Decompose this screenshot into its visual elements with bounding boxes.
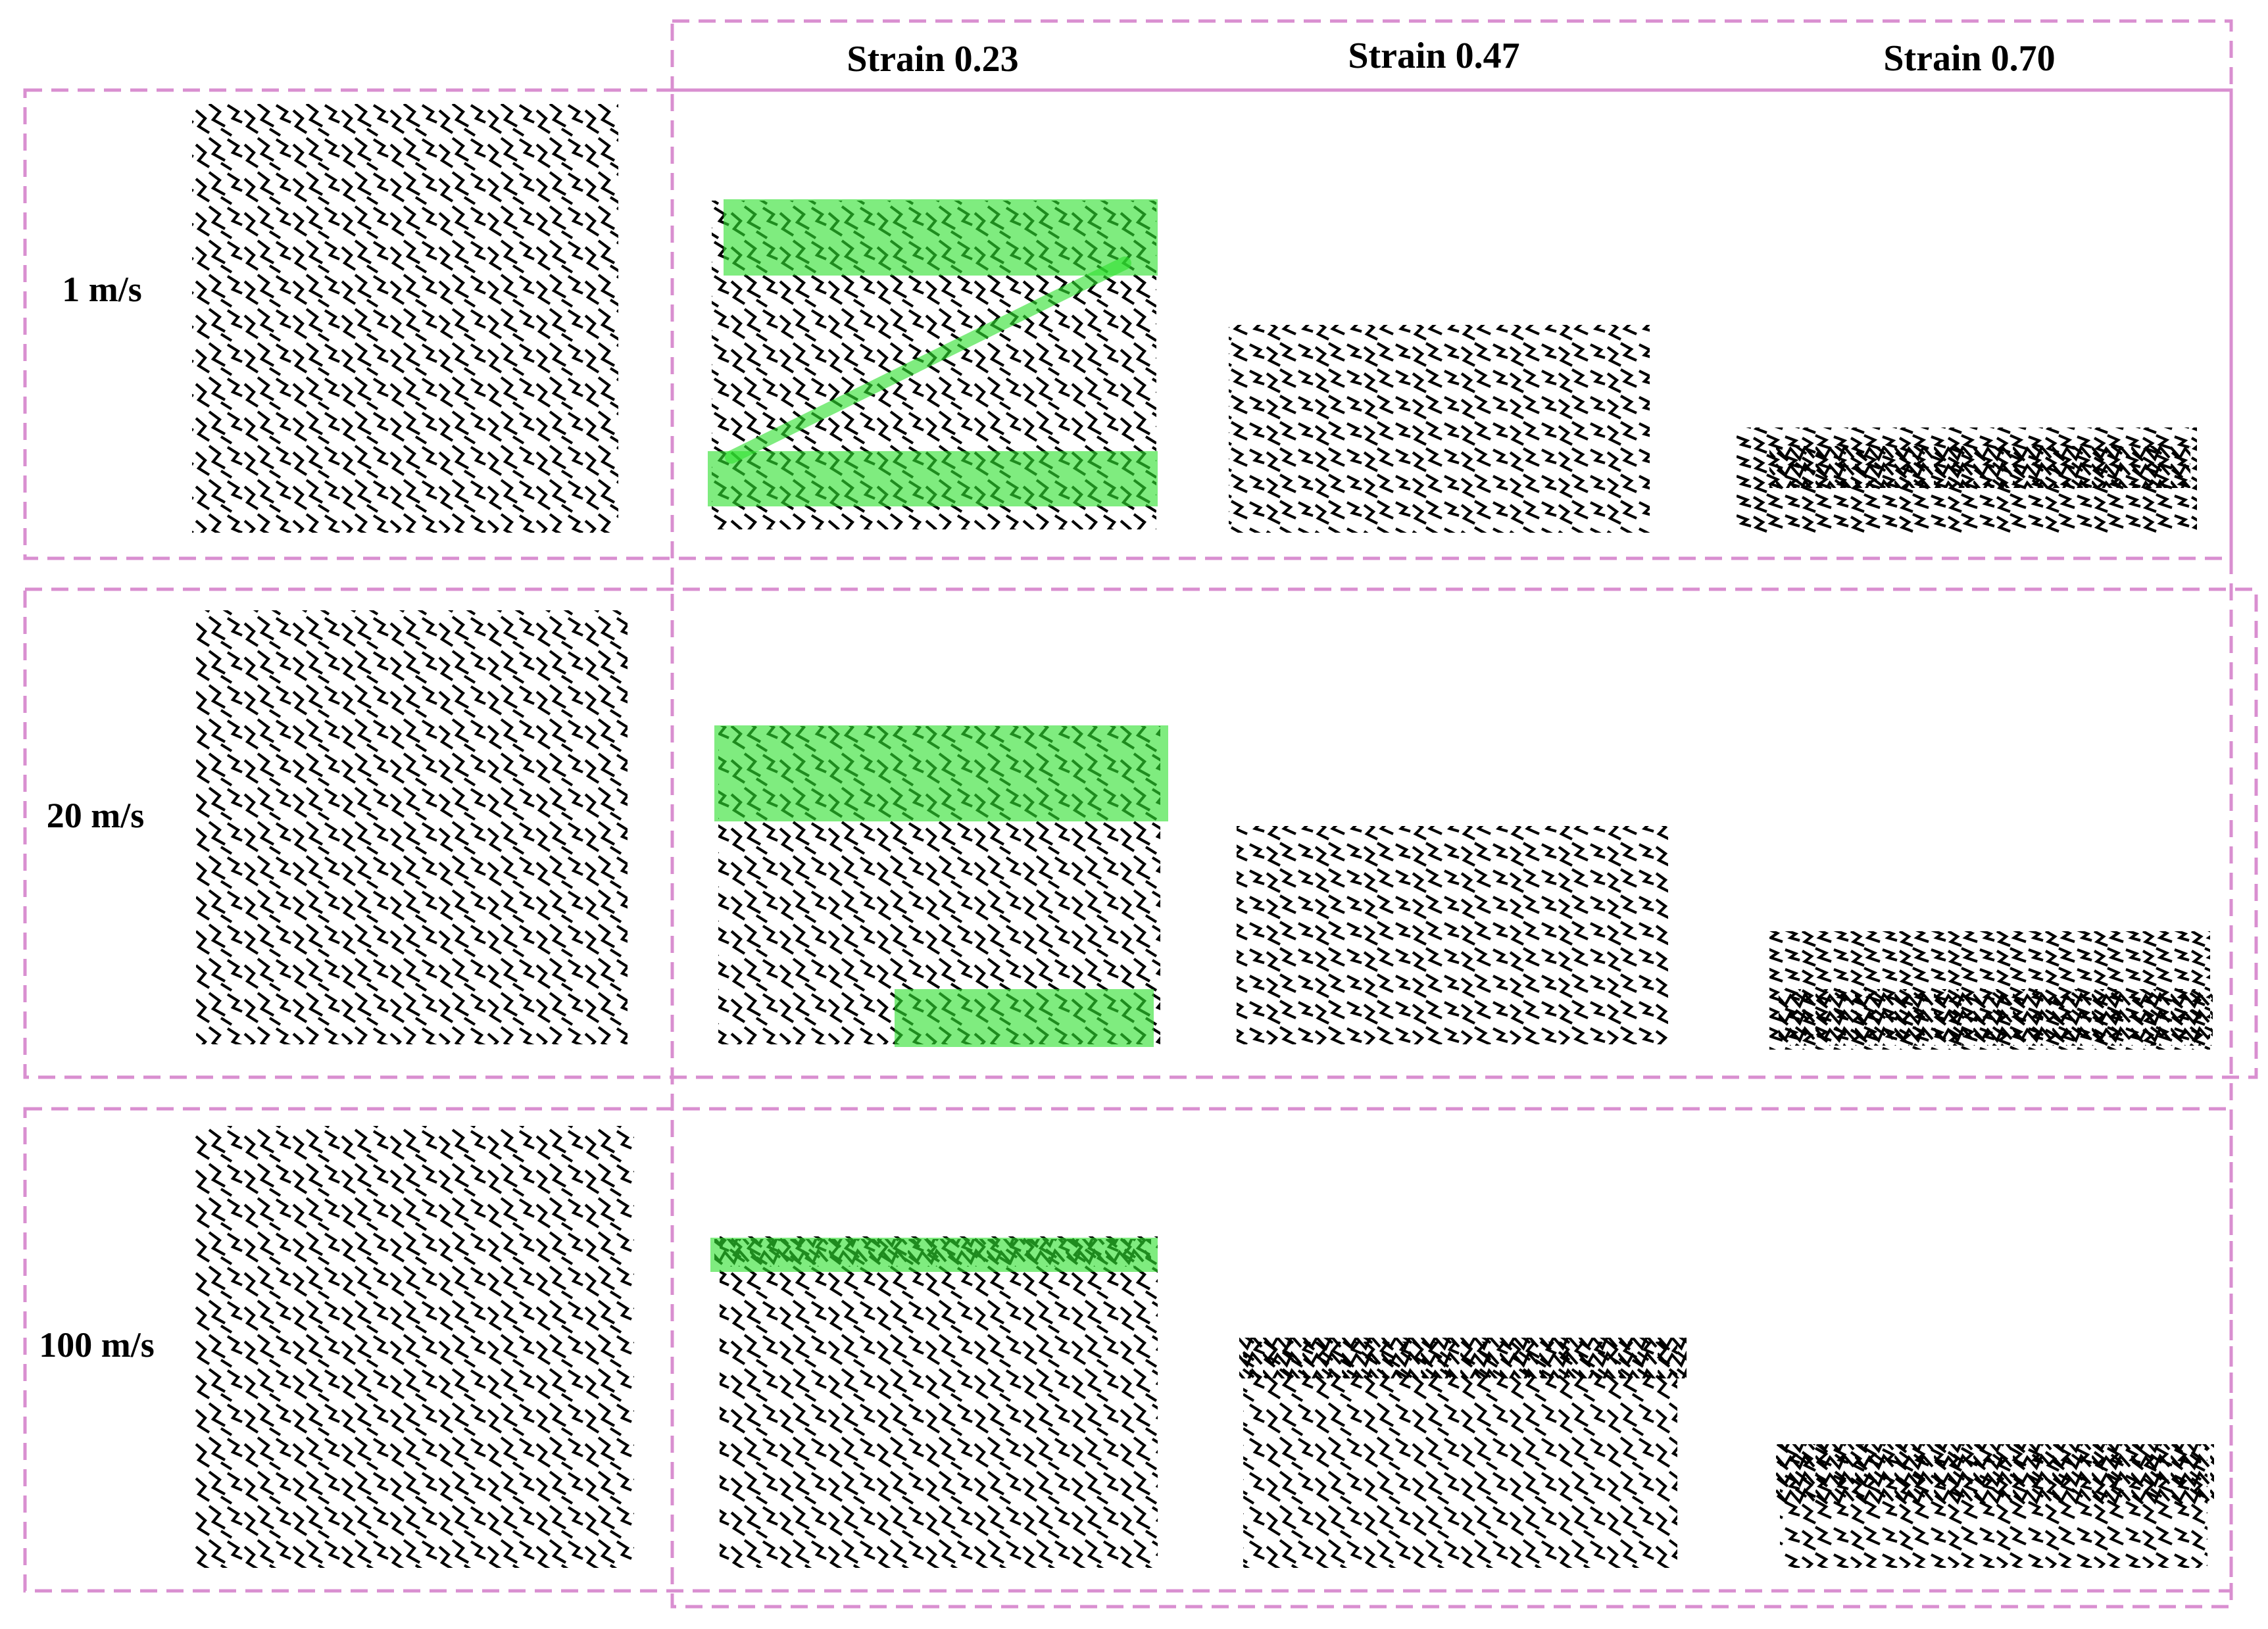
lattice-initial-20ms bbox=[196, 610, 628, 1044]
row-20ms-lattices bbox=[196, 610, 2213, 1050]
column-label-strain-047: Strain 0.47 bbox=[1348, 36, 1519, 76]
lattice-strain-047-20ms bbox=[1237, 826, 1668, 1044]
green-band-top-strain-023-1ms bbox=[724, 199, 1158, 276]
lattice-strain-047-100ms bbox=[1243, 1342, 1677, 1568]
row-label-20ms: 20 m/s bbox=[47, 796, 145, 835]
green-band-top-strain-023-100ms bbox=[710, 1238, 1158, 1272]
lattice-initial-1ms bbox=[192, 104, 618, 533]
green-band-bottom-strain-023-20ms bbox=[895, 989, 1154, 1047]
column-label-strain-023: Strain 0.23 bbox=[847, 39, 1018, 80]
row-label-100ms: 100 m/s bbox=[39, 1325, 155, 1365]
lattice-initial-100ms bbox=[195, 1126, 634, 1568]
strain-columns-frame bbox=[670, 88, 2233, 1609]
row-100ms-lattices bbox=[195, 1126, 2214, 1568]
lattice-densified-band-070-100ms bbox=[1776, 1444, 2214, 1505]
lattice-densified-band-070-20ms bbox=[1779, 989, 2213, 1046]
column-label-strain-070: Strain 0.70 bbox=[1883, 38, 2055, 79]
row-label-1ms: 1 m/s bbox=[62, 270, 142, 309]
green-band-bottom-strain-023-1ms bbox=[708, 451, 1158, 506]
row-1ms-lattices bbox=[192, 104, 2197, 533]
lattice-densified-band-070-1ms bbox=[1769, 446, 2190, 488]
green-diagonal-shear-band-1ms bbox=[725, 256, 1131, 464]
lattice-strain-047-1ms bbox=[1229, 325, 1650, 533]
lattice-strain-023-100ms bbox=[720, 1236, 1158, 1568]
green-band-top-strain-023-20ms bbox=[714, 725, 1168, 821]
row-frame-1ms bbox=[23, 88, 2233, 560]
row-frame-20ms bbox=[23, 587, 2258, 1079]
lattice-densified-band-047-100ms bbox=[1239, 1338, 1687, 1378]
